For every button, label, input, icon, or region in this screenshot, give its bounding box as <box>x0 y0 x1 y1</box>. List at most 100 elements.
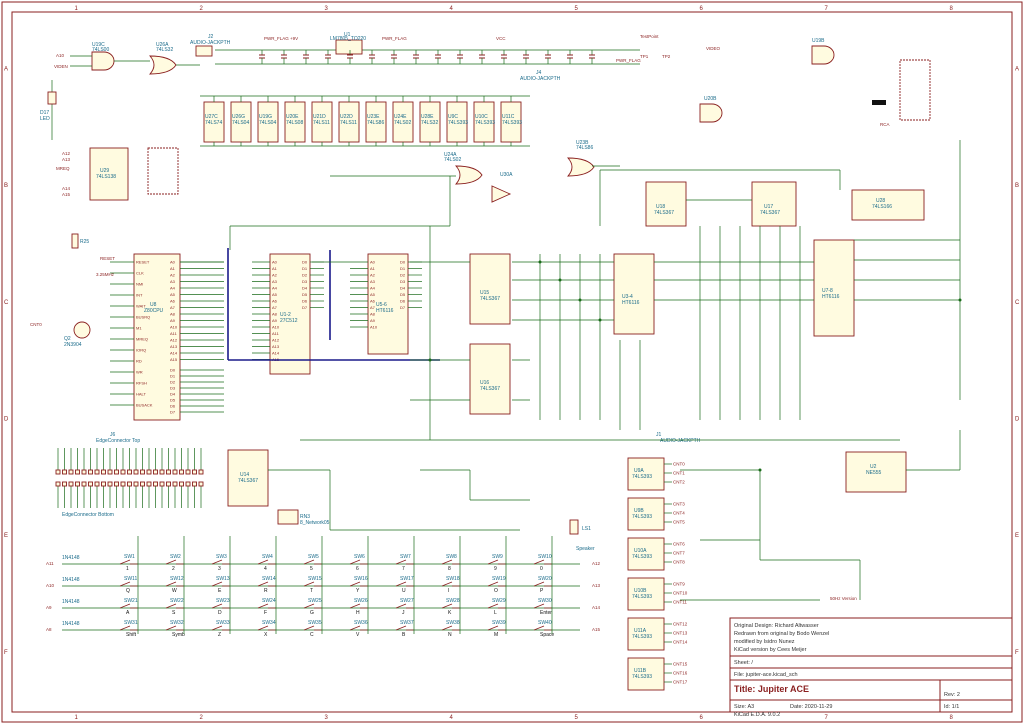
column-marker: 8 <box>950 6 954 12</box>
svg-text:KiCad E.D.A. 9.0.2: KiCad E.D.A. 9.0.2 <box>734 712 780 718</box>
svg-text:U23B: U23B <box>576 140 589 146</box>
edge-pad-top <box>55 469 61 475</box>
keyswitch <box>119 625 138 631</box>
keyswitch-legend: H <box>356 610 360 616</box>
svg-text:J2: J2 <box>208 34 214 40</box>
keyswitch-ref: SW32 <box>170 620 184 626</box>
column-marker: 5 <box>575 6 579 12</box>
keyswitch <box>303 559 322 565</box>
keyboard-column-line: A15 <box>592 627 601 632</box>
ic-data-pin: D6 <box>302 299 308 304</box>
cpu-data-pin: D2 <box>170 380 176 385</box>
ic-address-pin: A10 <box>272 325 280 330</box>
keyswitch-ref: SW30 <box>538 598 552 604</box>
power-ic-value: 74LS74 <box>205 120 222 126</box>
keyswitch <box>303 625 322 631</box>
row-marker: F <box>4 650 8 656</box>
power-ic-value: 74LS02 <box>394 120 411 126</box>
net-label: CNT3 <box>673 502 685 507</box>
svg-text:U17: U17 <box>764 204 773 210</box>
row-marker: F <box>1015 650 1019 656</box>
net-label: CNT16 <box>673 671 688 676</box>
svg-text:J1: J1 <box>656 432 662 438</box>
keyswitch <box>395 625 414 631</box>
svg-text:PWR_FLAG: PWR_FLAG <box>382 36 407 41</box>
keyswitch-legend: E <box>218 588 222 594</box>
edge-pad-top <box>62 469 67 475</box>
ic-data-pin: D2 <box>302 273 308 278</box>
keyswitch <box>165 559 184 565</box>
keyswitch-ref: SW40 <box>538 620 552 626</box>
keyswitch-legend: 2 <box>172 566 175 572</box>
ic-address-pin: A11 <box>272 331 280 336</box>
svg-text:74LS367: 74LS367 <box>480 296 500 302</box>
keyswitch-legend: Z <box>218 632 221 638</box>
edge-pad-top <box>159 469 165 475</box>
cpu-address-pin: A13 <box>170 344 178 349</box>
keyswitch-legend: P <box>540 588 544 594</box>
svg-text:U5-6: U5-6 <box>376 302 387 308</box>
svg-text:Title: Jupiter ACE: Title: Jupiter ACE <box>734 684 809 694</box>
keyswitch-ref: SW31 <box>124 620 138 626</box>
wire-net <box>180 140 962 601</box>
svg-text:VCC: VCC <box>496 36 506 41</box>
svg-text:27C512: 27C512 <box>280 318 298 324</box>
column-marker: 8 <box>950 715 954 721</box>
power-ic-ref: U24E <box>394 114 407 120</box>
column-marker: 2 <box>200 6 204 12</box>
ic-data-pin: D3 <box>400 279 406 284</box>
edge-pad-top <box>88 469 93 475</box>
counter-ic-ref: U10B <box>634 588 647 594</box>
cpu-pin-label: WR <box>136 370 143 375</box>
counter-ic <box>627 457 665 491</box>
svg-text:EdgeConnector Bottom: EdgeConnector Bottom <box>62 512 114 518</box>
cpu-pin-label: HALT <box>136 392 146 397</box>
power-ic-ref: U28E <box>421 114 434 120</box>
power-ic-ref: U11C <box>502 114 515 120</box>
cpu-pin-label: NMI <box>136 282 143 287</box>
keyswitch-legend: T <box>310 588 313 594</box>
keyswitch <box>533 581 552 587</box>
keyswitch <box>257 581 276 587</box>
cpu-address-pin: A11 <box>170 331 178 336</box>
ic-data-pin: D5 <box>400 292 406 297</box>
u7-8-ram: U7-8 HT6116 <box>813 239 855 337</box>
keyswitch <box>165 603 184 609</box>
wire-junction <box>578 298 582 302</box>
keyswitch-legend: I <box>448 588 449 594</box>
cpu-address-pin: A15 <box>170 357 178 362</box>
keyswitch-legend: D <box>218 610 222 616</box>
svg-text:2N3904: 2N3904 <box>64 342 82 348</box>
cpu-address-pin: A1 <box>170 266 176 271</box>
keyswitch-ref: SW17 <box>400 576 414 582</box>
cpu-address-pin: A4 <box>170 286 176 291</box>
keyboard-diode-value: 1N4148 <box>62 621 80 627</box>
keyswitch-ref: SW38 <box>446 620 460 626</box>
svg-text:74LS367: 74LS367 <box>654 210 674 216</box>
power-ic-ref: U22D <box>340 114 353 120</box>
keyswitch <box>395 603 414 609</box>
keyswitch-legend: 0 <box>540 566 543 572</box>
net-label: CNT11 <box>673 600 687 605</box>
svg-text:Size: A3: Size: A3 <box>734 704 754 710</box>
keyswitch <box>211 581 230 587</box>
testpoints: TestPoint TP1 TP2 <box>640 34 671 59</box>
row-marker: D <box>4 416 9 422</box>
ic-address-pin: A9 <box>370 318 376 323</box>
net-label: CNT7 <box>673 551 685 556</box>
keyswitch-legend: A <box>126 610 130 616</box>
ic-data-pin: D7 <box>302 305 308 310</box>
power-ic-value: 74LS393 <box>475 120 495 126</box>
u20b-gate: U20B <box>699 96 723 123</box>
keyswitch-legend: N <box>448 632 452 638</box>
cpu-address-pin: A14 <box>170 351 178 356</box>
column-marker: 7 <box>825 6 829 12</box>
cpu-address-pin: A5 <box>170 292 176 297</box>
keyswitch-legend: G <box>310 610 314 616</box>
keyboard-diode-value: 1N4148 <box>62 577 80 583</box>
power-ic-ref: U9C <box>448 114 458 120</box>
edge-pad-top <box>114 469 119 475</box>
